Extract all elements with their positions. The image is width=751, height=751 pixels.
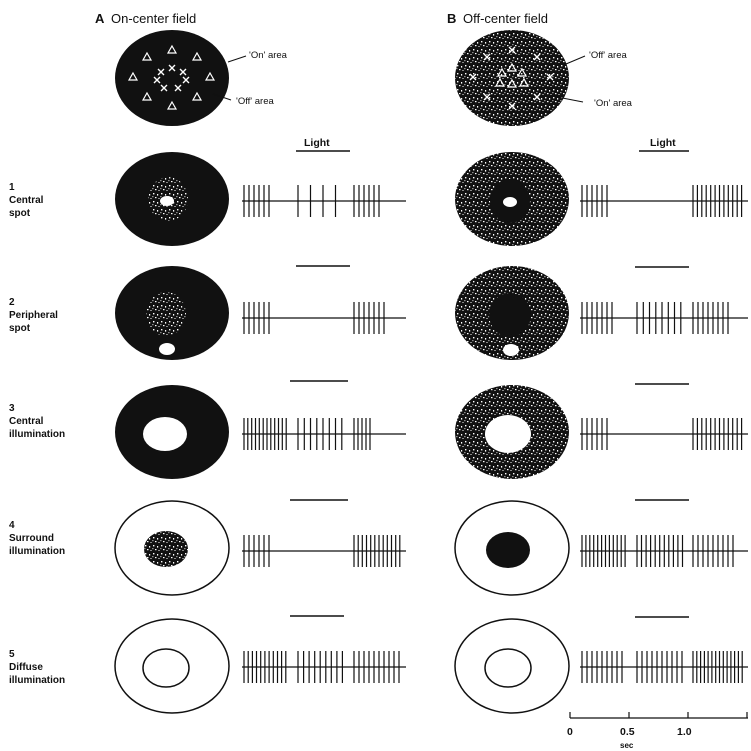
row-2-line2: spot xyxy=(9,323,31,334)
b5-center-lit xyxy=(485,649,531,687)
row-label-2: 2 Peripheral spot xyxy=(9,297,58,334)
panel-b-legend-off: 'Off' area xyxy=(589,50,627,61)
time-tick-label-10: 1.0 xyxy=(677,726,692,738)
row-1-line2: spot xyxy=(9,208,31,219)
a2-field-diagram xyxy=(115,266,229,360)
a3-light-center xyxy=(143,417,187,451)
panel-a-light-label: Light xyxy=(304,137,330,149)
a1-field-diagram xyxy=(115,152,229,246)
b1-field-diagram xyxy=(455,152,569,246)
panel-a-field-disk xyxy=(115,30,229,126)
panel-b-light-label: Light xyxy=(650,137,676,149)
b3-field-diagram xyxy=(455,385,569,479)
row-3-line2: illumination xyxy=(9,429,65,440)
panel-a-letter: A xyxy=(95,11,105,26)
time-tick-label-05: 0.5 xyxy=(620,726,635,738)
row-3-number: 3 xyxy=(9,403,15,414)
b3-light-center xyxy=(485,415,531,453)
spike-train-a1 xyxy=(242,185,406,217)
panel-b-title: Off-center field xyxy=(463,11,548,26)
b1-light-spot xyxy=(503,197,517,207)
panel-a-schematic: 'On' area 'Off' area xyxy=(115,30,288,126)
b2-field-diagram xyxy=(455,266,569,360)
spike-train-b3 xyxy=(580,418,748,450)
b2-light-spot xyxy=(503,344,519,356)
panel-a-title: On-center field xyxy=(111,11,196,26)
b4-field-diagram xyxy=(455,501,569,595)
spike-train-b5 xyxy=(580,651,748,683)
row-4-number: 4 xyxy=(9,520,15,531)
row-label-4: 4 Surround illumination xyxy=(9,520,65,557)
row-label-5: 5 Diffuse illumination xyxy=(9,649,65,686)
row-5-number: 5 xyxy=(9,649,15,660)
row-label-1: 1 Central spot xyxy=(9,182,44,219)
panel-b-schematic: 'Off' area 'On' area xyxy=(455,30,633,126)
time-unit-label: sec xyxy=(620,741,634,750)
spike-train-b1 xyxy=(580,185,748,217)
a2-center-zone xyxy=(146,292,186,336)
b4-dark-center xyxy=(486,532,530,568)
time-tick-label-0: 0 xyxy=(567,726,573,738)
row-4-line1: Surround xyxy=(9,533,54,544)
row-2-number: 2 xyxy=(9,297,15,308)
time-scale: 0 0.5 1.0 sec xyxy=(567,712,748,750)
row-label-3: 3 Central illumination xyxy=(9,403,65,440)
row-3-line1: Central xyxy=(9,416,44,427)
panel-b-legend-on: 'On' area xyxy=(594,98,633,109)
a5-field-diagram xyxy=(115,619,229,713)
a4-field-diagram xyxy=(115,501,229,595)
panel-a-on-leader xyxy=(228,56,246,62)
row-2-line1: Peripheral xyxy=(9,310,58,321)
a2-light-spot xyxy=(159,343,175,355)
b5-field-diagram xyxy=(455,619,569,713)
spike-train-a2 xyxy=(242,302,406,334)
panel-b-letter: B xyxy=(447,11,456,26)
spike-train-b4 xyxy=(580,535,748,567)
row-5-line1: Diffuse xyxy=(9,662,43,673)
a1-light-spot xyxy=(160,196,174,206)
row-1-number: 1 xyxy=(9,182,15,193)
b2-center-zone xyxy=(489,293,531,337)
row-1-line1: Central xyxy=(9,195,44,206)
spike-train-b2 xyxy=(580,302,748,334)
row-5-line2: illumination xyxy=(9,675,65,686)
panel-a-legend-on: 'On' area xyxy=(249,50,288,61)
a3-field-diagram xyxy=(115,385,229,479)
a5-center-lit xyxy=(143,649,189,687)
panel-a-legend-off: 'Off' area xyxy=(236,96,274,107)
a4-dark-center xyxy=(144,531,188,567)
row-4-line2: illumination xyxy=(9,546,65,557)
spike-train-a3 xyxy=(242,418,406,450)
spike-train-a4 xyxy=(242,535,406,567)
panel-b-off-leader xyxy=(566,56,585,64)
spike-train-a5 xyxy=(242,651,406,683)
